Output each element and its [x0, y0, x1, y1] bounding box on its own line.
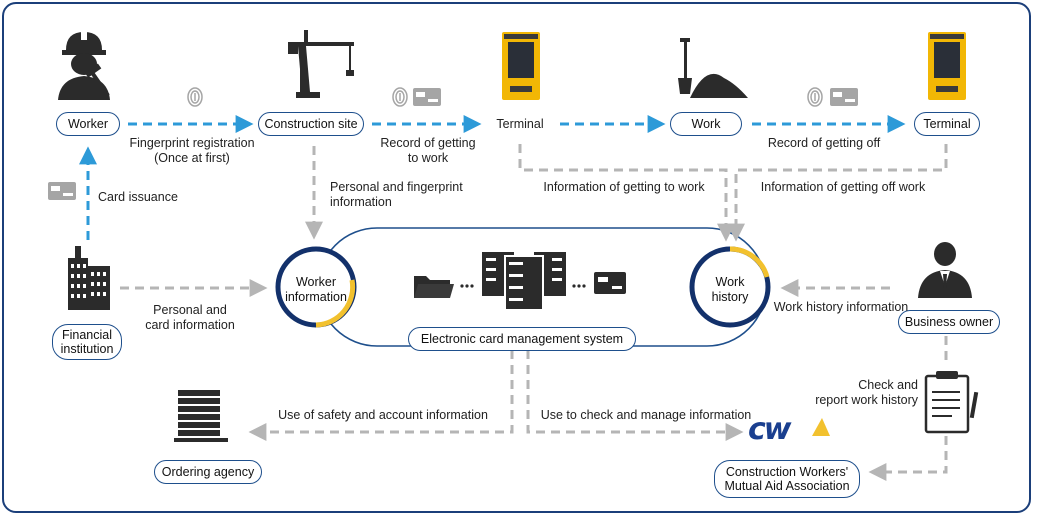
- card-terminal-icon: [928, 32, 966, 100]
- work-history-ring: [689, 246, 771, 328]
- card-icon: [830, 88, 858, 106]
- arrow-system-to-ordering: [248, 350, 514, 441]
- node-worker: Worker: [56, 112, 120, 136]
- card-icon: [48, 182, 76, 200]
- fingerprint-icon: [392, 87, 408, 107]
- label-record-getting-off: Record of getting off: [767, 136, 881, 150]
- label-record-getting-to-work: Record of getting to work: [380, 136, 476, 165]
- node-terminal-1: Terminal: [496, 117, 544, 131]
- arrow-terminal2-to-history: [727, 144, 948, 242]
- node-business-owner: Business owner: [898, 310, 1000, 334]
- folder-icon: [414, 276, 454, 298]
- tower-crane-icon: [288, 30, 354, 98]
- diagram-frame: [2, 2, 1031, 513]
- node-cwmaa: Construction Workers' Mutual Aid Associa…: [714, 460, 860, 498]
- label-info-getting-off-work: Information of getting off work: [760, 180, 926, 194]
- fingerprint-icon: [187, 87, 203, 107]
- node-work: Work: [670, 112, 742, 136]
- ordering-building-icon: [174, 390, 228, 442]
- server-icon: [482, 252, 566, 311]
- node-financial-institution: Financial institution: [52, 324, 122, 360]
- label-check-report: Check and report work history: [815, 378, 918, 407]
- cw-logo-icon: [812, 418, 830, 436]
- arrow-clipboard-to-cwmaa: [868, 436, 948, 481]
- worker-information-label: Worker information: [285, 275, 347, 304]
- node-construction-site: Construction site: [258, 112, 364, 136]
- node-ordering-agency: Ordering agency: [154, 460, 262, 484]
- card-icon: [594, 272, 626, 294]
- label-personal-fingerprint-info: Personal and fingerprint information: [330, 180, 463, 209]
- label-fingerprint-registration: Fingerprint registration (Once at first): [129, 136, 255, 165]
- shovel-dirt-icon: [678, 38, 748, 98]
- card-icon: [413, 88, 441, 106]
- label-card-issuance: Card issuance: [98, 190, 178, 204]
- fingerprint-icon: [807, 87, 823, 107]
- node-system: Electronic card management system: [408, 327, 636, 351]
- label-info-getting-to-work: Information of getting to work: [543, 180, 705, 194]
- label-use-check-manage: Use to check and manage information: [540, 408, 752, 422]
- work-history-label: Work history: [711, 275, 749, 304]
- cw-logo: cw: [748, 412, 791, 447]
- construction-worker-icon: [58, 30, 110, 100]
- node-terminal-2: Terminal: [914, 112, 980, 136]
- worker-info-ring: [275, 246, 357, 328]
- label-personal-card-info: Personal and card information: [145, 303, 235, 332]
- arrow-terminal-to-history: [518, 144, 735, 242]
- card-terminal-icon: [502, 32, 540, 100]
- label-use-safety-account: Use of safety and account information: [278, 408, 488, 422]
- office-building-icon: [68, 246, 110, 310]
- arrow-system-to-cw: [526, 350, 744, 441]
- businessman-icon: [918, 242, 972, 298]
- label-work-history-info: Work history information: [773, 300, 909, 314]
- clipboard-report-icon: [924, 371, 979, 434]
